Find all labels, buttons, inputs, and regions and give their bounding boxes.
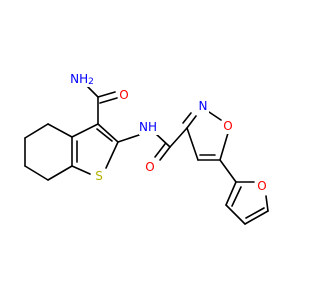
- bond: [97, 91, 116, 98]
- bond: [117, 134, 140, 143]
- amide-oxygen-label: O: [119, 88, 128, 102]
- bond: [105, 141, 119, 169]
- bond: [219, 132, 229, 161]
- bond: [97, 123, 119, 143]
- isoxazole-oxygen-label: O: [223, 119, 232, 133]
- bond: [169, 127, 188, 148]
- bond: [71, 123, 99, 138]
- bond: [159, 146, 171, 161]
- bond: [154, 143, 166, 158]
- bond: [244, 210, 269, 225]
- bond: [96, 128, 113, 142]
- amide-nh2-label: NH2: [70, 72, 94, 87]
- bonds: [24, 84, 269, 225]
- bond: [231, 186, 242, 207]
- amine-nh-label: NH: [139, 120, 157, 134]
- bond: [225, 181, 237, 206]
- bond: [208, 111, 222, 121]
- bond: [154, 132, 171, 148]
- bond: [47, 123, 73, 138]
- bond: [225, 204, 246, 225]
- bond: [186, 115, 197, 129]
- bond: [24, 165, 49, 181]
- bond: [71, 165, 91, 175]
- molecule-structure: NH2 O S NH O N O O: [24, 71, 269, 225]
- atom-labels: NH2 O S NH O N O O: [70, 71, 268, 194]
- bond: [99, 97, 118, 104]
- bond: [47, 165, 73, 181]
- bond: [219, 159, 237, 183]
- furan-oxygen-label: O: [257, 179, 266, 193]
- bond: [265, 195, 269, 212]
- isoxazole-nitrogen-label: N: [199, 99, 208, 113]
- sulfur-label: S: [95, 169, 103, 183]
- bond: [182, 112, 192, 124]
- bond: [24, 123, 49, 139]
- bond: [245, 207, 265, 219]
- bond: [186, 127, 199, 161]
- carbonyl-oxygen-label: O: [145, 160, 154, 174]
